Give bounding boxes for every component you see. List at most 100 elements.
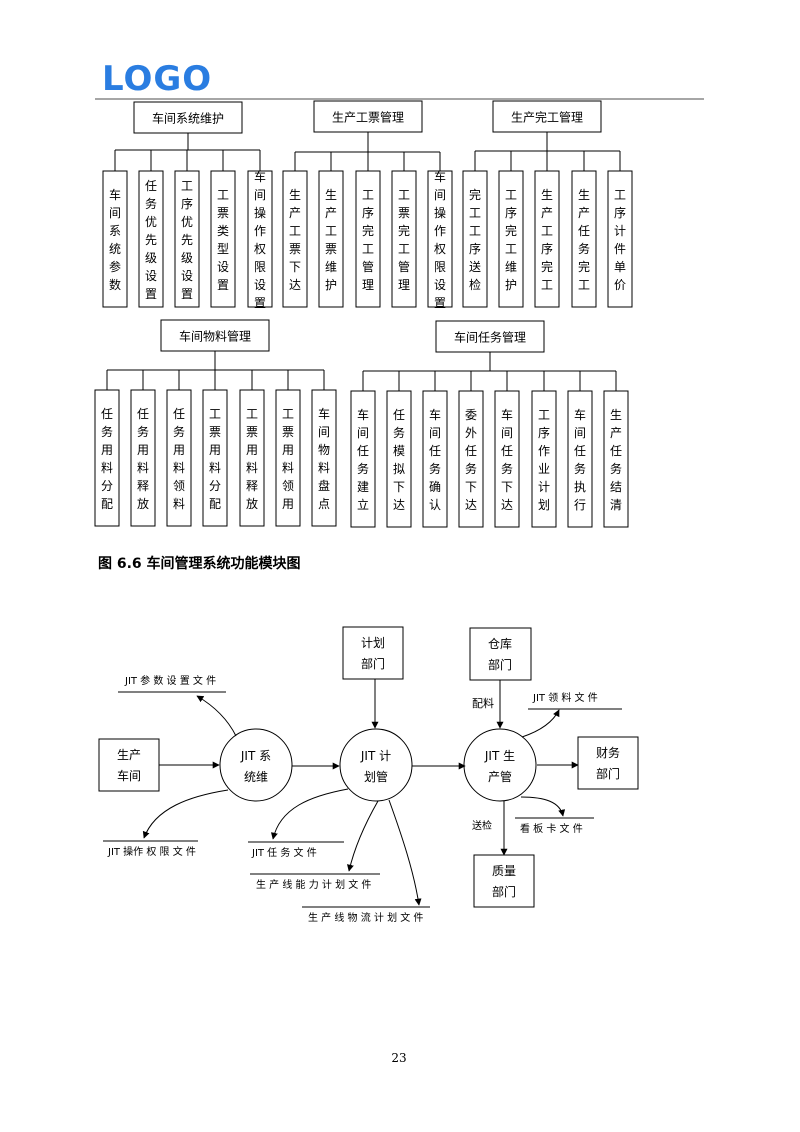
module-item-box: [427, 170, 453, 308]
module-item-box: [202, 389, 228, 527]
store-task-file: JIT 任 务 文 件: [248, 841, 344, 859]
flow-plan-to-task: [270, 788, 349, 840]
module-item-label: 工序优先级设置: [181, 179, 193, 301]
module-item-label: 工票完工管理: [398, 188, 410, 292]
module-item-box: [534, 170, 560, 308]
module-item-label: 车间任务执行: [574, 407, 586, 512]
module-item-box: [603, 390, 629, 528]
entity-warehouse: 仓库部门: [469, 627, 532, 681]
svg-text:JIT 操作 权 限 文 件: JIT 操作 权 限 文 件: [107, 845, 196, 858]
flow-plan-to-capacity: [347, 800, 379, 872]
module-item-box: [174, 170, 200, 308]
store-capacity-file: 生 产 线 能 力 计 划 文 件: [250, 873, 380, 891]
data-flow-diagram: 计划部门 仓库部门 生产车间 财务部门 质量部门 JIT 系统维 JIT 计划管: [98, 626, 639, 924]
module-item-label: 生产任务完工: [578, 188, 590, 292]
module-title: 生产工票管理: [332, 110, 404, 125]
module-item-label: 生产工票维护: [325, 188, 337, 292]
module-item-label: 工票用料领用: [282, 407, 294, 511]
process-plan-management: JIT 计划管: [339, 728, 413, 802]
svg-text:生 产 线 物 流 计 划 文 件: 生 产 线 物 流 计 划 文 件: [308, 911, 423, 924]
module-group: 车间物料管理任务用料分配任务用料释放任务用料领料工票用料分配工票用料释放工票用料…: [94, 319, 337, 527]
module-item-box: [571, 170, 597, 308]
module-item-box: [531, 390, 557, 528]
module-item-box: [94, 389, 120, 527]
entity-quality: 质量部门: [473, 854, 535, 908]
svg-text:JIT 生产管: JIT 生产管: [484, 749, 515, 784]
module-item-box: [282, 170, 308, 308]
entity-plan-dept: 计划部门: [342, 626, 404, 680]
store-flow-file: 生 产 线 物 流 计 划 文 件: [302, 906, 430, 924]
module-item-label: 任务用料领料: [173, 407, 185, 511]
flow-plan-to-flow: [388, 799, 422, 906]
module-item-box: [458, 390, 484, 528]
svg-text:仓库部门: 仓库部门: [488, 636, 512, 672]
module-item-box: [318, 170, 344, 308]
process-production-management: JIT 生产管: [463, 728, 537, 802]
module-item-box: [462, 170, 488, 308]
module-item-label: 工序完工维护: [505, 188, 517, 292]
flow-sys-to-perm: [142, 789, 229, 839]
module-item-label: 生产工票下达: [289, 188, 301, 292]
module-title-box: [313, 100, 423, 133]
module-item-label: 工票类型设置: [217, 188, 229, 292]
svg-text:JIT 系统维: JIT 系统维: [240, 749, 271, 784]
flow-prod-to-pick: [521, 709, 560, 738]
module-title-box: [492, 100, 602, 133]
store-kanban-file: 看 板 卡 文 件: [515, 817, 594, 835]
svg-text:JIT 任 务 文 件: JIT 任 务 文 件: [251, 846, 317, 859]
store-picking-file: JIT 领 料 文 件: [528, 691, 622, 710]
module-item-box: [130, 389, 156, 527]
module-title-box: [435, 320, 545, 353]
module-item-label: 车间任务下达: [501, 407, 513, 512]
module-title: 车间物料管理: [179, 329, 251, 344]
process-system-maintenance: JIT 系统维: [219, 728, 293, 802]
module-item-label: 工序计件单价: [614, 188, 626, 292]
page-number: 23: [391, 1051, 406, 1065]
module-title: 车间系统维护: [152, 111, 224, 126]
module-item-box: [355, 170, 381, 308]
module-item-box: [422, 390, 448, 528]
svg-text:JIT 计划管: JIT 计划管: [360, 749, 391, 784]
module-item-box: [311, 389, 337, 527]
module-item-box: [498, 170, 524, 308]
flow-prod-to-kanban: [520, 796, 566, 817]
module-item-label: 生产任务结清: [610, 408, 622, 512]
logo: LOGO: [102, 59, 212, 99]
module-item-box: [494, 390, 520, 528]
module-item-box: [247, 170, 273, 308]
module-item-label: 任务用料释放: [137, 407, 149, 511]
svg-text:JIT 领 料 文 件: JIT 领 料 文 件: [532, 691, 598, 704]
module-item-label: 工票用料分配: [209, 407, 221, 511]
module-item-label: 完工工序送检: [469, 187, 481, 292]
store-param-file: JIT 参 数 设 置 文 件: [118, 674, 226, 693]
module-group: 车间任务管理车间任务建立任务模拟下达车间任务确认委外任务下达车间任务下达工序作业…: [350, 320, 629, 528]
svg-text:生产车间: 生产车间: [117, 748, 141, 783]
svg-text:质量部门: 质量部门: [492, 864, 516, 899]
module-item-box: [138, 170, 164, 308]
entity-finance: 财务部门: [577, 736, 639, 790]
module-item-box: [239, 389, 265, 527]
module-item-label: 任务模拟下达: [393, 408, 405, 512]
svg-text:财务部门: 财务部门: [596, 745, 620, 781]
module-item-label: 委外任务下达: [465, 408, 477, 512]
module-item-label: 车间任务建立: [357, 407, 369, 512]
module-item-label: 车间任务确认: [429, 407, 441, 512]
module-item-box: [275, 389, 301, 527]
flow-arrows: [142, 679, 579, 906]
module-item-label: 任务优先级设置: [145, 179, 157, 301]
module-item-label: 车间物料盘点: [318, 406, 330, 511]
module-title: 生产完工管理: [511, 110, 583, 125]
module-item-box: [102, 170, 128, 308]
module-item-label: 车间操作权限设置: [434, 169, 446, 310]
svg-text:计划部门: 计划部门: [361, 636, 385, 671]
module-item-label: 工序作业计划: [538, 408, 550, 512]
label-material: 配料: [472, 696, 494, 710]
module-item-label: 车间系统参数: [109, 187, 121, 292]
module-item-box: [607, 170, 633, 308]
module-item-label: 任务用料分配: [101, 407, 113, 511]
header: LOGO: [95, 59, 704, 100]
svg-text:JIT 参 数 设 置 文 件: JIT 参 数 设 置 文 件: [124, 674, 216, 687]
